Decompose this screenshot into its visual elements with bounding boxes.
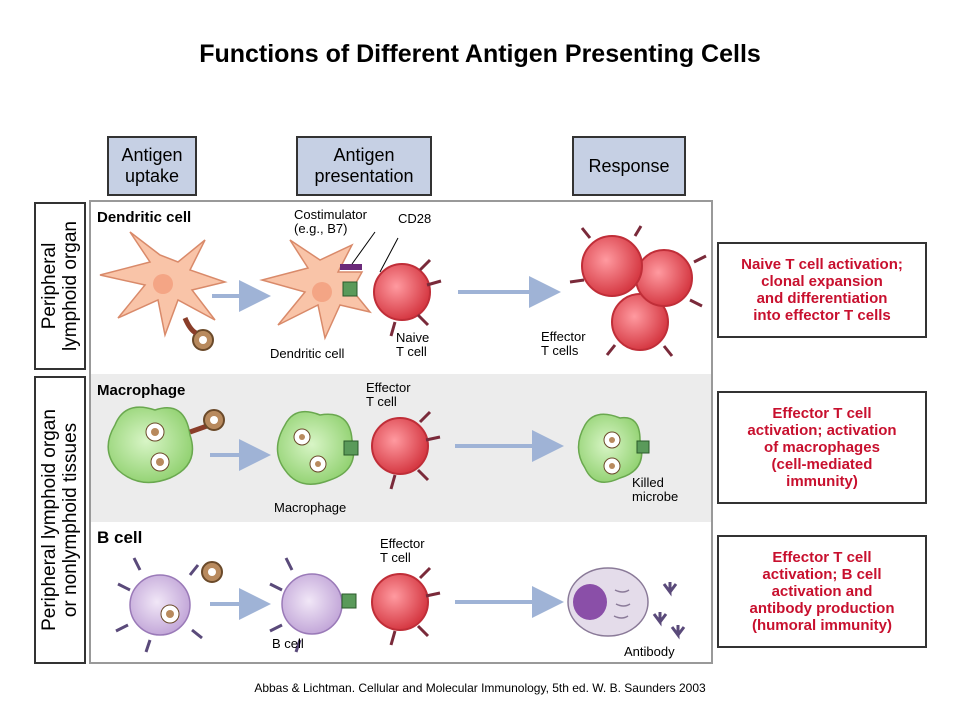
- cd28-label: CD28: [398, 211, 432, 226]
- naive-t-cell-caption: Naive T cell: [396, 330, 430, 359]
- macrophage-presenting: [276, 410, 359, 485]
- microbe-icon: [192, 329, 214, 351]
- row-label-dendritic-cell: Dendritic cell: [97, 209, 192, 226]
- phagocytic-receptor-icon: [189, 423, 208, 435]
- antibody-icon: [652, 582, 686, 640]
- effector-t-cell-caption-b: Effector T cell: [380, 536, 425, 565]
- page-title: Functions of Different Antigen Presentin…: [199, 40, 761, 68]
- microbe-icon-3: [201, 561, 223, 583]
- response-naive-t-activation: Naive T cell activation; clonal expansio…: [717, 242, 927, 338]
- macrophage-caption: Macrophage: [274, 500, 347, 515]
- plasma-cell: [567, 567, 649, 637]
- mhc-molecule-icon: [342, 281, 358, 297]
- row-label-macrophage: Macrophage: [97, 382, 186, 399]
- macrophage-uptake: [107, 406, 194, 484]
- header-antigen-presentation: Antigen presentation: [296, 136, 432, 196]
- dendritic-cell-presenting: [259, 239, 372, 341]
- response-b-cell-activation: Effector T cell activation; B cell activ…: [717, 535, 927, 648]
- dendritic-cell-caption: Dendritic cell: [270, 346, 345, 361]
- row-label-b-cell: B cell: [97, 528, 143, 547]
- header-antigen-uptake: Antigen uptake: [107, 136, 197, 196]
- naive-t-cell: [373, 258, 442, 337]
- b-cell-caption: B cell: [272, 636, 304, 651]
- killed-microbe-caption: Killed microbe: [632, 475, 679, 504]
- antibody-caption: Antibody: [624, 644, 675, 659]
- side-label-nonlymphoid-tissues: Peripheral lymphoid organ or nonlymphoid…: [34, 376, 86, 664]
- activated-macrophage: [577, 413, 650, 483]
- effector-t-cell-macrophage-row: [371, 410, 441, 490]
- costimulator-label: Costimulator (e.g., B7): [294, 207, 367, 236]
- side-label-peripheral-lymphoid: Peripheral lymphoid organ: [34, 202, 86, 370]
- header-response: Response: [572, 136, 686, 196]
- citation: Abbas & Lichtman. Cellular and Molecular…: [254, 681, 706, 695]
- costimulator-b7-icon: [340, 264, 362, 270]
- b-cell-uptake: [115, 557, 203, 653]
- effector-t-cells-caption: Effector T cells: [541, 329, 586, 358]
- microbe-icon-2: [203, 409, 225, 431]
- b-cell-presenting: [269, 557, 357, 653]
- effector-t-cell-caption-macrophage: Effector T cell: [366, 380, 411, 409]
- response-macrophage-activation: Effector T cell activation; activation o…: [717, 391, 927, 504]
- effector-t-cell-b-row: [371, 566, 441, 646]
- effector-t-cells-cluster: [569, 225, 707, 357]
- dendritic-cell-uptake: [99, 231, 228, 338]
